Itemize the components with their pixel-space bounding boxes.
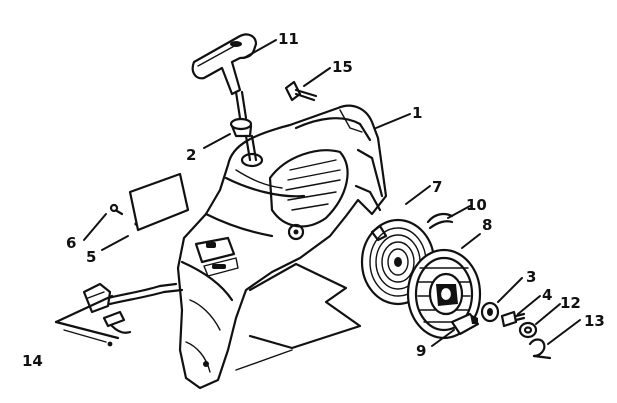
callout-10: 10 xyxy=(466,196,487,214)
callout-4: 4 xyxy=(542,286,552,304)
callout-7: 7 xyxy=(432,178,442,196)
callout-14: 14 xyxy=(22,352,43,370)
callout-5: 5 xyxy=(86,248,96,266)
pawl xyxy=(450,312,480,336)
callout-11: 11 xyxy=(278,30,299,48)
callout-1: 1 xyxy=(412,104,422,122)
starter-rope xyxy=(234,90,258,162)
callout-3: 3 xyxy=(526,268,536,286)
callout-labels: 11 15 1 2 7 10 8 6 5 3 4 12 13 9 14 xyxy=(22,30,605,370)
label-plate xyxy=(128,172,190,232)
base-plate xyxy=(235,262,362,371)
washer xyxy=(518,321,538,339)
rotor-screw xyxy=(500,310,526,328)
callout-8: 8 xyxy=(482,216,492,234)
starter-grip xyxy=(191,33,258,96)
spring-hook xyxy=(426,212,454,230)
rope-guide-bushing xyxy=(229,117,253,138)
callout-6: 6 xyxy=(66,234,76,252)
leader-lines xyxy=(83,39,581,347)
callout-13: 13 xyxy=(584,312,605,330)
callout-2: 2 xyxy=(186,146,196,164)
rope-rotor xyxy=(406,248,482,340)
starter-housing xyxy=(176,104,388,390)
callout-12: 12 xyxy=(560,294,581,312)
callout-15: 15 xyxy=(332,58,353,76)
small-screw xyxy=(109,203,124,216)
housing-screw xyxy=(284,80,318,102)
sleeve xyxy=(480,301,500,323)
callout-9: 9 xyxy=(416,342,426,360)
spring-clip xyxy=(528,338,552,360)
switch-assembly xyxy=(54,282,184,347)
